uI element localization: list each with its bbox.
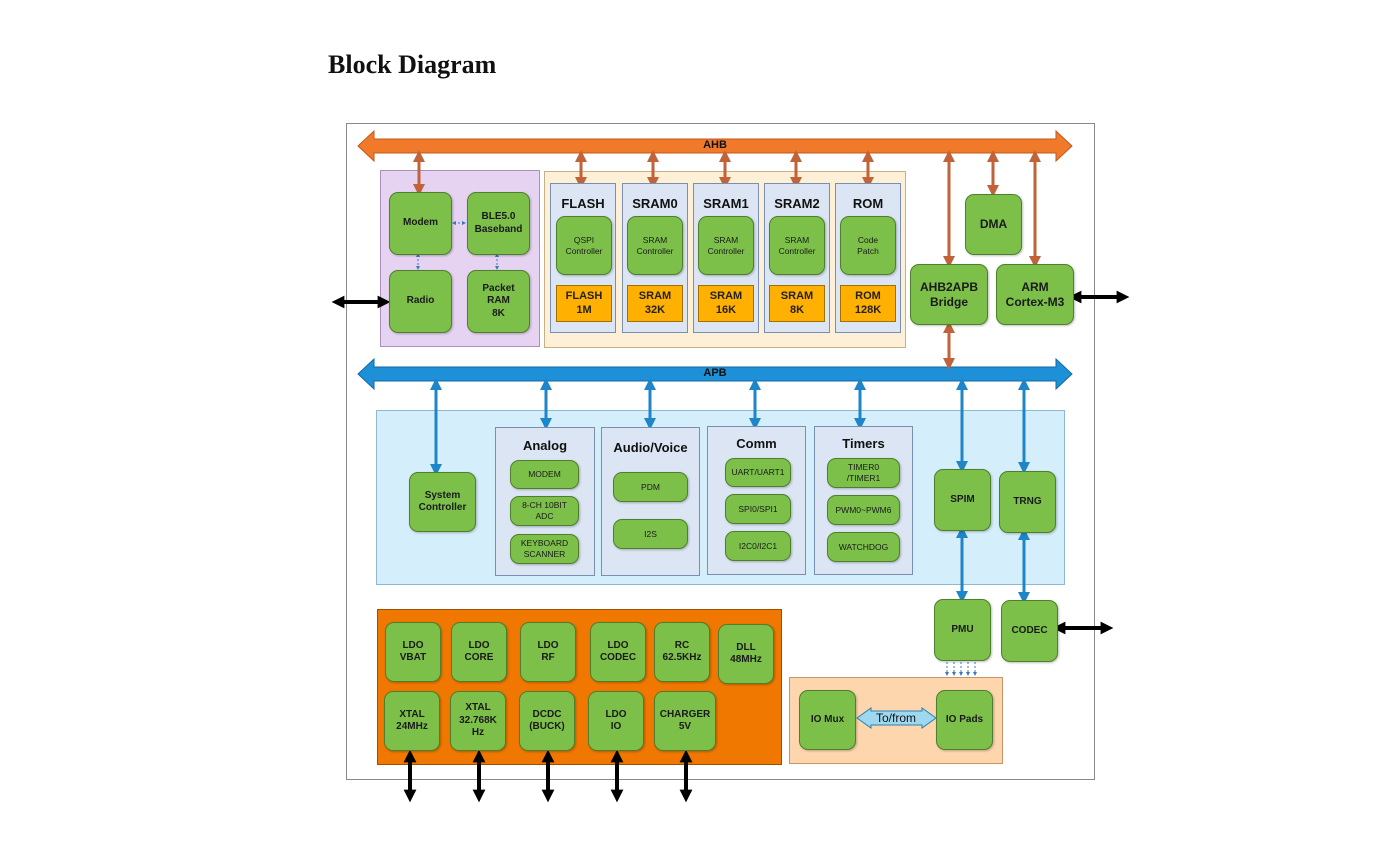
to-from-label: To/from [875,711,916,725]
comm-title: Comm [736,436,777,451]
sram0-controller-block: SRAM Controller [627,216,683,275]
ldo-rf-block: LDO RF [520,622,576,682]
ble-baseband-block: BLE5.0 Baseband [467,192,530,255]
adc-block: 8-CH 10BIT ADC [510,496,579,526]
audio-voice-title: Audio/Voice [613,440,688,455]
flash-title: FLASH [561,196,605,211]
timers-title: Timers [842,436,885,451]
dll-block: DLL 48MHz [718,624,774,684]
arm-cortex-m3-block: ARM Cortex-M3 [996,264,1074,325]
dcdc-buck-block: DCDC (BUCK) [519,691,575,751]
external-io-arrows [331,290,1130,803]
pdm-block: PDM [613,472,688,502]
ahb-connectors [413,150,1041,370]
system-controller-block: System Controller [409,472,476,532]
sram1-controller-block: SRAM Controller [698,216,754,275]
ahb2apb-bridge-block: AHB2APB Bridge [910,264,988,325]
code-patch-block: Code Patch [840,216,896,275]
ahb-label: AHB [703,139,727,151]
spi-block: SPI0/SPI1 [725,494,791,524]
dma-block: DMA [965,194,1022,255]
sram1-size-block: SRAM 16K [698,285,754,322]
apb-label: APB [703,367,727,379]
pwm-block: PWM0~PWM6 [827,495,900,525]
spim-block: SPIM [934,469,991,531]
ldo-vbat-block: LDO VBAT [385,622,441,682]
sram0-size-block: SRAM 32K [627,285,683,322]
sram0-title: SRAM0 [632,196,678,211]
trng-block: TRNG [999,471,1056,533]
radio-block: Radio [389,270,452,333]
io-pads-block: IO Pads [936,690,993,750]
ldo-core-block: LDO CORE [451,622,507,682]
apb-bus-arrow [357,357,1073,391]
timer-block: TIMER0 /TIMER1 [827,458,900,488]
analog-modem-block: MODEM [510,460,579,489]
i2s-block: I2S [613,519,688,549]
rom-size-block: ROM 128K [840,285,896,322]
radio-internal-links [416,221,499,270]
page-title: Block Diagram [328,50,497,79]
ahb-bus-arrow [357,129,1073,163]
apb-connectors [430,378,1030,604]
rc-osc-block: RC 62.5KHz [654,622,710,682]
packet-ram-block: Packet RAM 8K [467,270,530,333]
watchdog-block: WATCHDOG [827,532,900,562]
uart-block: UART/UART1 [725,458,791,487]
sram2-controller-block: SRAM Controller [769,216,825,275]
xtal-24mhz-block: XTAL 24MHz [384,691,440,751]
pmu-to-io-links [945,662,977,676]
charger-block: CHARGER 5V [654,691,716,751]
sram1-title: SRAM1 [703,196,749,211]
sram2-size-block: SRAM 8K [769,285,825,322]
i2c-block: I2C0/I2C1 [725,531,791,561]
codec-block: CODEC [1001,600,1058,662]
analog-title: Analog [522,438,568,453]
pmu-block: PMU [934,599,991,661]
xtal-32k-block: XTAL 32.768K Hz [450,691,506,751]
sram2-title: SRAM2 [774,196,820,211]
qspi-controller-block: QSPI Controller [556,216,612,275]
flash-size-block: FLASH 1M [556,285,612,322]
keyboard-scanner-block: KEYBOARD SCANNER [510,534,579,564]
ldo-codec-block: LDO CODEC [590,622,646,682]
modem-block: Modem [389,192,452,255]
rom-title: ROM [852,196,884,211]
ldo-io-block: LDO IO [588,691,644,751]
io-mux-block: IO Mux [799,690,856,750]
